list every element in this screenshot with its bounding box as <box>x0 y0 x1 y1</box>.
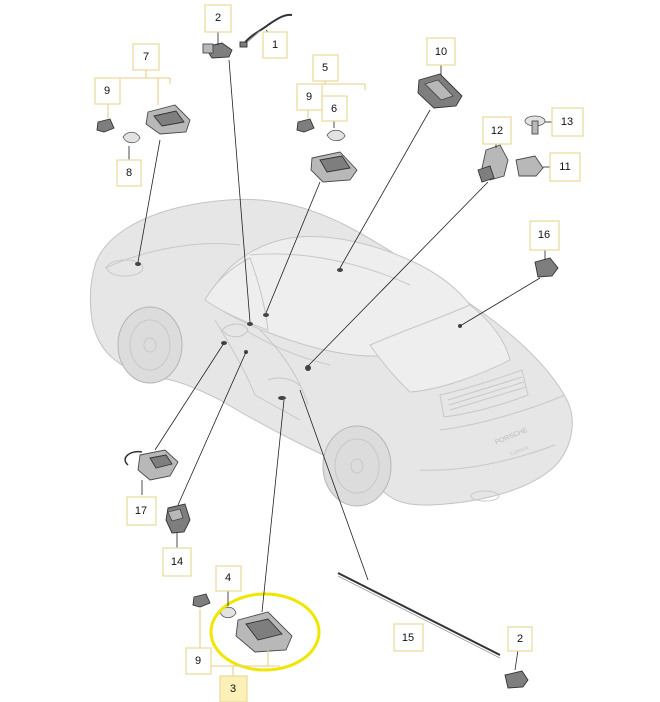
callout-11[interactable]: 11 <box>549 152 581 182</box>
part-rod-15 <box>337 572 501 659</box>
callout-9-bottom[interactable]: 9 <box>185 647 212 675</box>
part-interior-light-5 <box>310 151 358 183</box>
callout-7[interactable]: 7 <box>132 43 160 71</box>
callout-8[interactable]: 8 <box>116 159 142 187</box>
part-sensor-16 <box>534 257 559 278</box>
callout-6-label: 6 <box>331 103 337 115</box>
front-wheel <box>117 306 183 384</box>
callout-1-label: 1 <box>272 39 278 51</box>
callout-14-label: 14 <box>171 556 183 568</box>
callout-11-label: 11 <box>559 161 570 173</box>
callout-2-top[interactable]: 2 <box>204 4 232 33</box>
callout-2-top-label: 2 <box>215 12 221 24</box>
callout-15[interactable]: 15 <box>393 623 424 652</box>
callout-17-label: 17 <box>135 505 147 517</box>
part-switch-14 <box>165 503 191 534</box>
callout-6[interactable]: 6 <box>321 95 348 122</box>
callout-9-top-left[interactable]: 9 <box>94 77 121 105</box>
part-interior-light-7 <box>145 104 191 135</box>
callout-12[interactable]: 12 <box>482 116 512 145</box>
callout-16[interactable]: 16 <box>529 220 560 251</box>
callout-3-label: 3 <box>230 683 236 695</box>
callout-4[interactable]: 4 <box>215 565 242 592</box>
callout-13[interactable]: 13 <box>551 107 584 137</box>
part-door-light-3 <box>235 611 293 653</box>
part-connector-2-bottom <box>504 670 529 689</box>
part-bulb-holder-9b <box>296 118 315 133</box>
part-bulb-6 <box>326 129 346 142</box>
engine-grille <box>447 376 527 411</box>
part-module-10 <box>417 73 463 109</box>
part-connector-2-top <box>202 42 233 59</box>
part-bracket-12 <box>477 144 509 183</box>
leader-lines <box>128 29 552 671</box>
highlight-ellipse <box>209 592 321 672</box>
callout-4-label: 4 <box>225 572 231 584</box>
part-harness-17 <box>124 449 179 481</box>
part-bulb-holder-9c <box>192 593 211 608</box>
part-clip-11 <box>515 155 544 177</box>
callout-10-label: 10 <box>435 46 447 58</box>
part-bulb-holder-9a <box>96 118 115 133</box>
part-screw-13 <box>524 115 546 135</box>
callout-2-bottom-label: 2 <box>517 633 523 645</box>
car-illustration: PORSCHE Carrera <box>89 198 573 507</box>
group-brackets <box>95 68 366 676</box>
callout-14[interactable]: 14 <box>162 547 192 577</box>
callout-1[interactable]: 1 <box>262 31 288 59</box>
part-bulb-8 <box>122 131 141 144</box>
part-cable-1 <box>239 13 293 48</box>
callout-15-label: 15 <box>402 632 414 644</box>
rear-wheel <box>322 425 392 507</box>
callout-5[interactable]: 5 <box>312 54 339 82</box>
callout-10[interactable]: 10 <box>426 37 456 66</box>
callout-8-label: 8 <box>126 167 132 179</box>
callout-12-label: 12 <box>491 125 503 137</box>
callout-9-top-middle[interactable]: 9 <box>296 83 323 111</box>
callout-2-bottom[interactable]: 2 <box>507 626 533 652</box>
callout-3[interactable]: 3 <box>219 675 248 702</box>
callout-9-bottom-label: 9 <box>195 655 201 667</box>
callout-16-label: 16 <box>538 229 550 241</box>
callout-13-label: 13 <box>561 116 573 128</box>
callout-9-top-left-label: 9 <box>104 85 110 97</box>
callout-17[interactable]: 17 <box>126 496 157 526</box>
callout-9-top-middle-label: 9 <box>306 91 312 103</box>
callout-5-label: 5 <box>322 62 328 74</box>
callout-7-label: 7 <box>143 51 149 63</box>
